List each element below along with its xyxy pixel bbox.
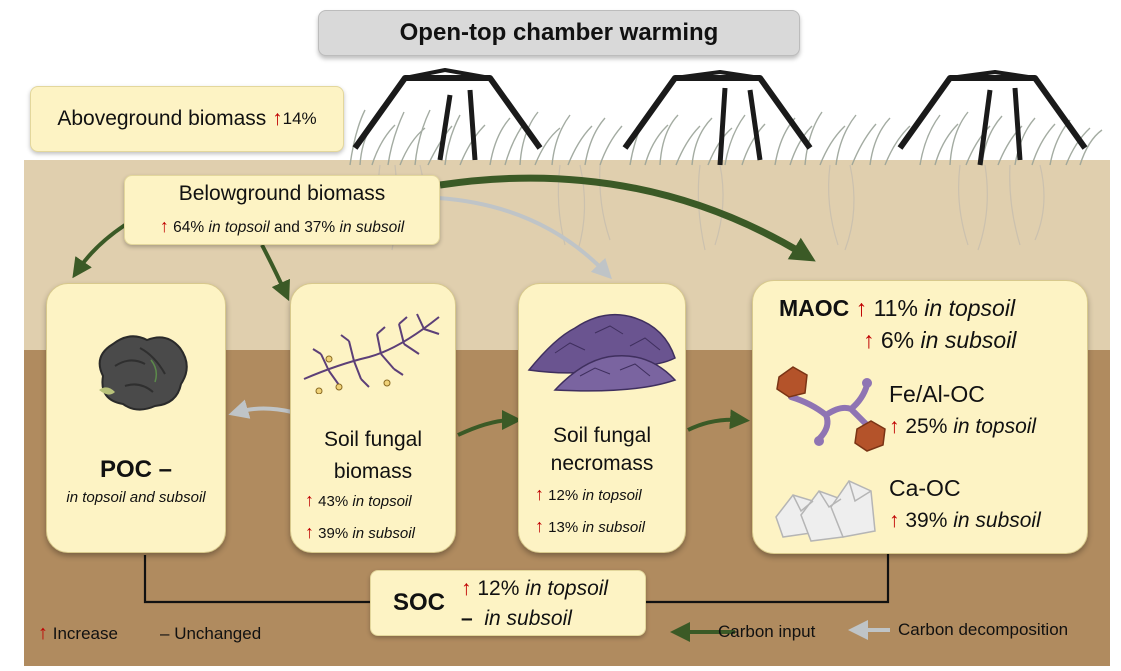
poc-detail: in topsoil and subsoil xyxy=(66,489,206,506)
increase-arrow-icon: ↑ xyxy=(889,509,900,532)
fe-al-oc-text: in topsoil xyxy=(953,415,1037,438)
belowground-top-text: in topsoil xyxy=(208,219,270,236)
page-title: Open-top chamber warming xyxy=(318,10,800,56)
carbon-decomposition-arrows xyxy=(228,196,890,640)
fe-al-oc-value: 25% xyxy=(905,415,948,438)
ca-oc-row: ↑ 39% in subsoil xyxy=(889,509,1085,533)
poc-card: POC – in topsoil and subsoil xyxy=(46,283,226,553)
fungal-necromass-row-top: ↑ 12% in topsoil xyxy=(535,484,683,505)
increase-arrow-icon: ↑ xyxy=(38,622,48,644)
increase-arrow-icon: ↑ xyxy=(855,295,868,321)
fungal-biomass-top-text: in topsoil xyxy=(352,493,412,510)
soc-box: SOC ↑ 12% in topsoil – in subsoil xyxy=(370,570,646,636)
soc-top-text: in topsoil xyxy=(525,577,609,600)
ca-mineral-crystal-icon xyxy=(775,480,876,542)
unchanged-dash-icon: – xyxy=(160,624,170,643)
increase-arrow-icon: ↑ xyxy=(535,484,544,504)
grass-strip xyxy=(349,109,1103,166)
fungal-necromass-title-line1: Soil fungal xyxy=(552,424,652,447)
increase-arrow-icon: ↑ xyxy=(535,516,544,536)
maoc-row-sub: ↑ 6% in subsoil xyxy=(863,327,1083,354)
maoc-row-top: MAOC ↑ 11% in topsoil xyxy=(779,295,1079,322)
legend-unchanged-label: Unchanged xyxy=(174,624,262,643)
ca-oc-label: Ca-OC xyxy=(889,475,961,501)
fungal-biomass-row-top: ↑ 43% in topsoil xyxy=(305,490,453,511)
ca-oc-value: 39% xyxy=(905,509,948,532)
soc-name: SOC xyxy=(393,589,446,616)
increase-arrow-icon: ↑ xyxy=(305,490,314,510)
soc-top-value: 12% xyxy=(477,577,520,600)
necromass-pile-icon xyxy=(527,313,677,392)
ca-oc-text: in subsoil xyxy=(953,509,1041,532)
legend-unchanged: – Unchanged xyxy=(160,624,261,644)
increase-arrow-icon: ↑ xyxy=(305,522,314,542)
maoc-top-text: in topsoil xyxy=(924,295,1016,321)
belowground-label: Belowground biomass xyxy=(178,182,386,205)
aboveground-label: Aboveground biomass xyxy=(57,107,267,130)
fungal-biomass-title-line1: Soil fungal xyxy=(323,428,423,451)
soc-sub-text: in subsoil xyxy=(484,607,572,630)
belowground-sub-value: 37% xyxy=(304,219,336,236)
unchanged-dash-icon: – xyxy=(158,456,173,483)
soc-connector xyxy=(143,552,890,604)
belowground-joiner: and xyxy=(274,219,300,236)
fungal-biomass-title-line2: biomass xyxy=(333,460,413,483)
soc-row-sub: – in subsoil xyxy=(461,607,641,631)
fe-al-mineral-icon xyxy=(776,366,886,452)
fungal-necromass-title-line2: necromass xyxy=(550,452,654,475)
maoc-top-value: 11% xyxy=(873,295,918,321)
fungal-necromass-row-sub: ↑ 13% in subsoil xyxy=(535,516,683,537)
maoc-sub-text: in subsoil xyxy=(920,327,1017,353)
aboveground-value: 14% xyxy=(282,109,317,128)
fungal-necromass-top-text: in topsoil xyxy=(582,487,642,504)
increase-arrow-icon: ↑ xyxy=(461,577,472,600)
fungal-necromass-sub-value: 13% xyxy=(548,519,579,536)
increase-arrow-icon: ↑ xyxy=(159,216,169,236)
legend-carbon-input: Carbon input xyxy=(718,622,816,641)
maoc-sub-value: 6% xyxy=(880,327,915,353)
increase-arrow-icon: ↑ xyxy=(863,327,875,353)
soc-row-top: ↑ 12% in topsoil xyxy=(461,577,641,601)
legend-increase: ↑ Increase xyxy=(38,622,118,645)
fungal-biomass-top-value: 43% xyxy=(318,493,349,510)
fungal-biomass-sub-value: 39% xyxy=(318,525,349,542)
organic-particle-icon xyxy=(98,335,188,411)
fungal-biomass-card: Soil fungal biomass ↑ 43% in topsoil ↑ 3… xyxy=(290,283,456,553)
maoc-name: MAOC xyxy=(779,295,850,321)
maoc-card: MAOC ↑ 11% in topsoil ↑ 6% in subsoil Fe… xyxy=(752,280,1088,554)
carbon-input-arrows xyxy=(72,174,816,642)
fe-al-oc-row: ↑ 25% in topsoil xyxy=(889,415,1085,439)
fungal-necromass-card: Soil fungal necromass ↑ 12% in topsoil ↑… xyxy=(518,283,686,553)
fe-al-oc-label: Fe/Al-OC xyxy=(889,381,985,407)
poc-name: POC xyxy=(99,456,152,483)
increase-arrow-icon: ↑ xyxy=(272,107,283,130)
legend-increase-label: Increase xyxy=(52,624,118,643)
belowground-sub-text: in subsoil xyxy=(339,219,405,236)
open-top-chambers xyxy=(352,68,1088,166)
legend-carbon-decomposition: Carbon decomposition xyxy=(898,620,1069,639)
fungal-necromass-top-value: 12% xyxy=(548,487,579,504)
belowground-biomass-box: Belowground biomass ↑ 64% in topsoil and… xyxy=(124,175,440,245)
fungal-biomass-sub-text: in subsoil xyxy=(352,525,415,542)
fungal-necromass-sub-text: in subsoil xyxy=(582,519,645,536)
fungal-biomass-row-sub: ↑ 39% in subsoil xyxy=(305,522,453,543)
increase-arrow-icon: ↑ xyxy=(889,415,900,438)
aboveground-biomass-box: Aboveground biomass ↑14% xyxy=(30,86,344,152)
belowground-top-value: 64% xyxy=(173,219,205,236)
unchanged-dash-icon: – xyxy=(461,607,473,630)
fungal-hyphae-icon xyxy=(303,313,440,394)
